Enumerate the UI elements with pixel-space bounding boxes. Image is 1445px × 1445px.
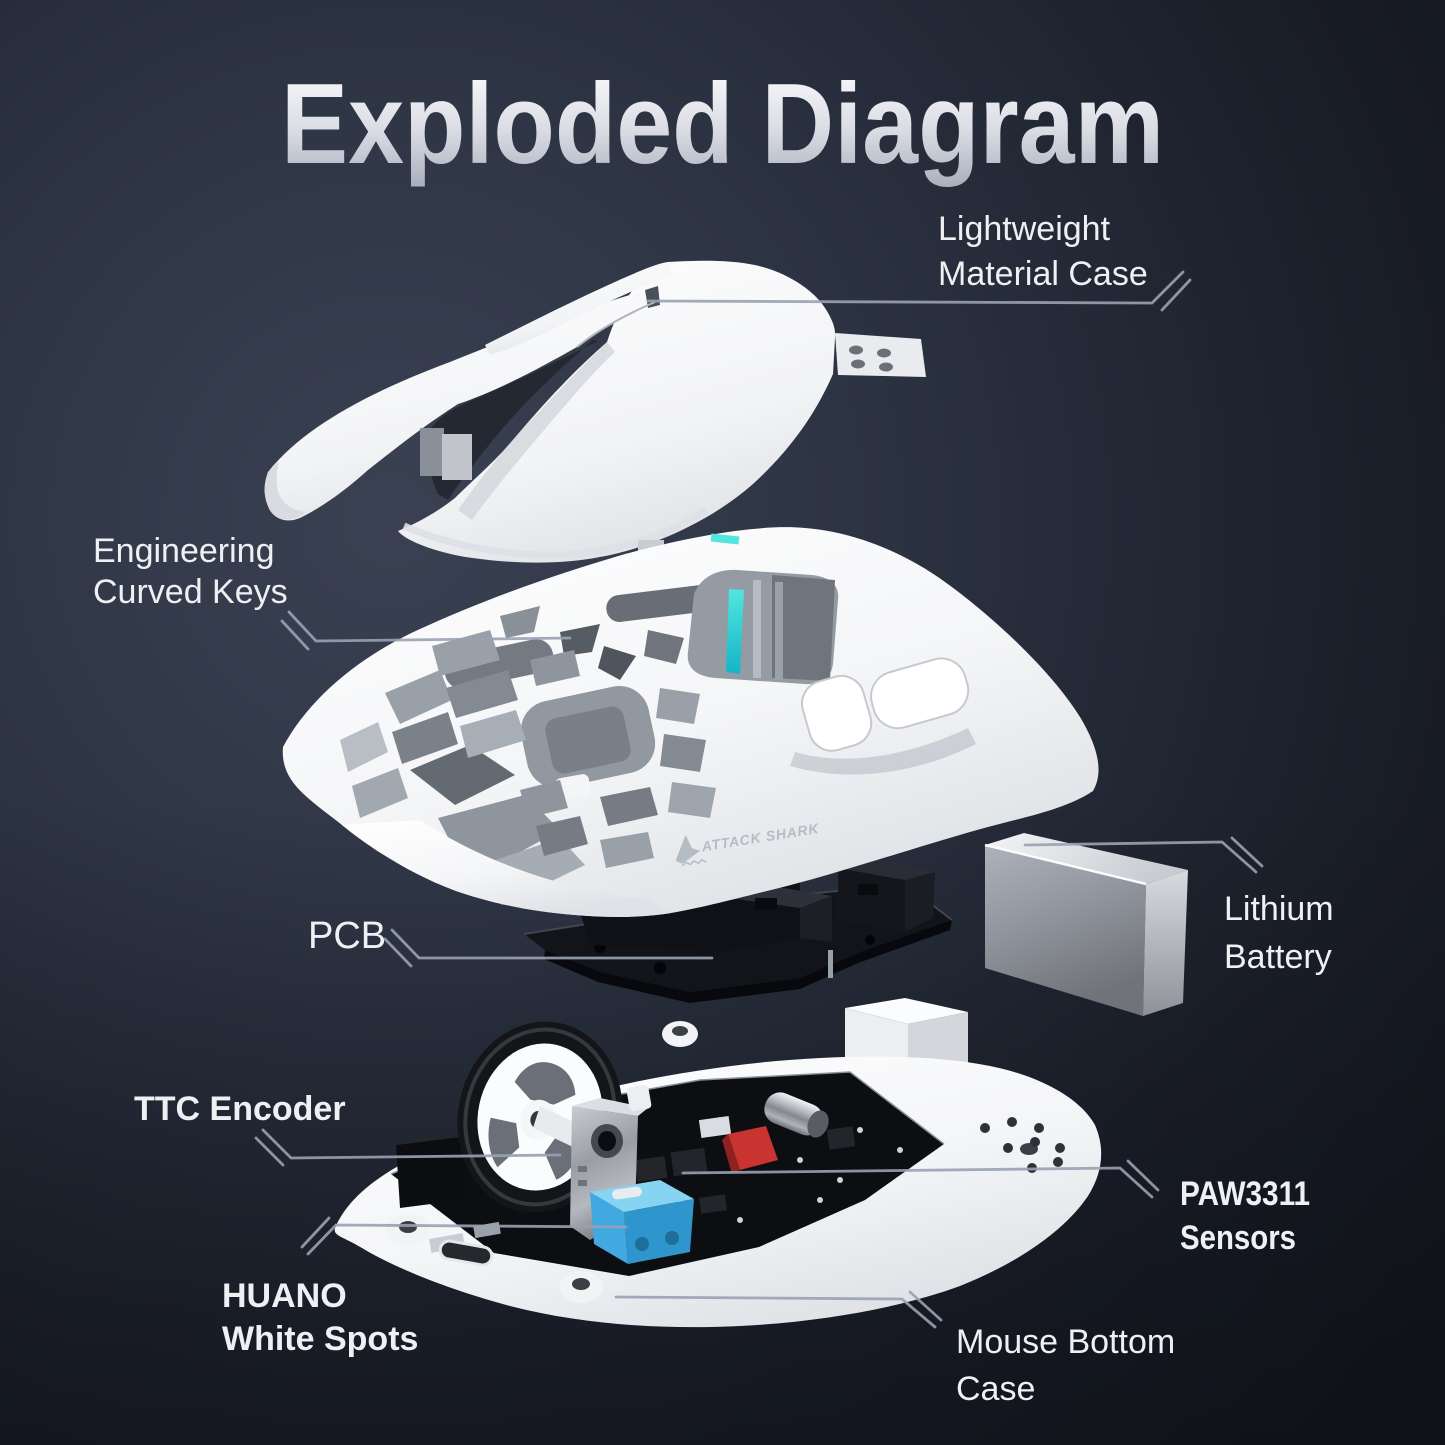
svg-text:Exploded Diagram: Exploded Diagram	[281, 61, 1164, 188]
svg-text:Curved Keys: Curved Keys	[93, 573, 288, 611]
svg-text:PAW3311: PAW3311	[1180, 1175, 1310, 1213]
svg-text:Lithium: Lithium	[1224, 890, 1334, 928]
svg-text:Mouse Bottom: Mouse Bottom	[956, 1323, 1175, 1361]
svg-text:PCB: PCB	[308, 915, 386, 957]
svg-text:TTC Encoder: TTC Encoder	[134, 1090, 346, 1128]
svg-text:Engineering: Engineering	[93, 532, 274, 570]
svg-text:White Spots: White Spots	[222, 1320, 418, 1358]
svg-text:Case: Case	[956, 1370, 1035, 1408]
svg-text:Material Case: Material Case	[938, 255, 1148, 293]
svg-text:Sensors: Sensors	[1180, 1219, 1296, 1257]
svg-text:Battery: Battery	[1224, 938, 1332, 976]
svg-text:HUANO: HUANO	[222, 1277, 347, 1315]
svg-text:Lightweight: Lightweight	[938, 210, 1111, 248]
